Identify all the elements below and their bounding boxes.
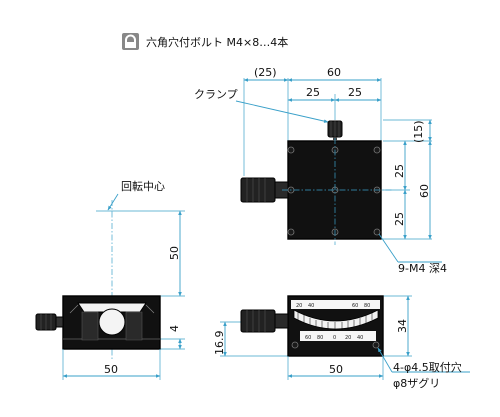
scale-mark: 40 xyxy=(357,335,363,341)
scale-mark: 60 xyxy=(352,303,358,309)
dim-50-vertical: 50 xyxy=(168,246,181,260)
scale-mark: 20 xyxy=(345,335,351,341)
legend-text: 六角穴付ボルト M4×8…4本 xyxy=(146,35,288,49)
dim-4: 4 xyxy=(168,325,181,332)
hex-socket-bolt-icon xyxy=(122,33,139,50)
scale-mark: 80 xyxy=(364,303,370,309)
scale-mark: 0 xyxy=(333,335,336,341)
clamp-label: クランプ xyxy=(194,88,238,101)
dim-25-left: (25) xyxy=(254,66,277,79)
dim-25-v2: 25 xyxy=(393,212,406,226)
scale-mark: 80 xyxy=(317,335,323,341)
dim-60-right: 60 xyxy=(418,184,431,198)
scale-mark: 60 xyxy=(305,335,311,341)
top-view: (25) 60 25 25 クランプ (15) 25 25 60 xyxy=(194,66,447,275)
counterbore-label: φ8ザグリ xyxy=(393,376,440,390)
front-view: 16.9 34 20 40 60 80 60 xyxy=(213,295,470,390)
dovetail-bore xyxy=(98,308,126,336)
scale-mark: 20 xyxy=(296,303,302,309)
center-label: 回転中心 xyxy=(121,180,165,193)
dim-25-v1: 25 xyxy=(393,164,406,178)
dim-50-horizontal: 50 xyxy=(104,363,118,376)
front-micrometer-knob xyxy=(240,309,276,333)
rotation-scale xyxy=(293,309,379,330)
front-dim-50: 50 xyxy=(329,363,343,376)
dim-15: (15) xyxy=(412,120,425,143)
legend: 六角穴付ボルト M4×8…4本 xyxy=(122,33,288,50)
tap-label: 9-M4 深4 xyxy=(398,262,447,275)
dim-25-a: 25 xyxy=(306,86,320,99)
dim-16-9: 16.9 xyxy=(213,331,226,356)
side-view: 回転中心 50 4 50 xyxy=(35,180,185,380)
scale-mark: 40 xyxy=(308,303,314,309)
dim-25-b: 25 xyxy=(348,86,362,99)
micrometer-knob xyxy=(240,177,276,203)
dim-60-top: 60 xyxy=(327,66,341,79)
dim-34: 34 xyxy=(396,319,409,333)
hole-label: 4-φ4.5取付穴 xyxy=(393,360,462,374)
